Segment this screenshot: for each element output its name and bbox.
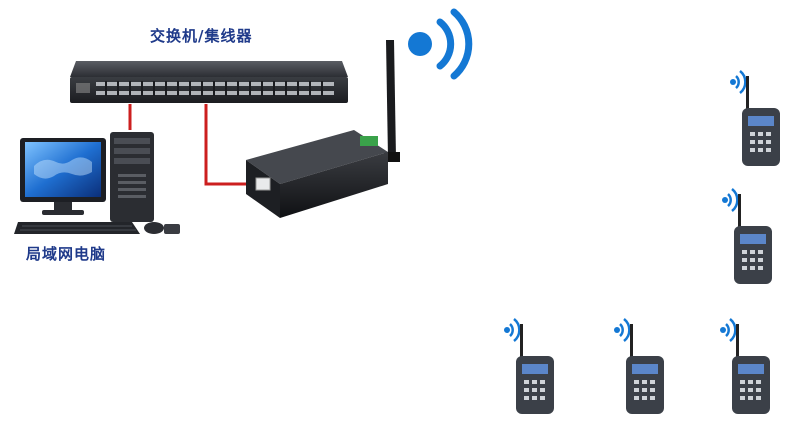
terminal-3	[504, 318, 554, 414]
switch-label: 交换机/集线器	[150, 27, 253, 45]
terminal-4	[614, 318, 664, 414]
terminal-2	[722, 188, 772, 284]
terminal-1	[730, 70, 780, 166]
gateway-icon	[246, 40, 400, 218]
terminal-5	[720, 318, 770, 414]
computer-icon	[14, 132, 180, 234]
pc-label: 局域网电脑	[26, 245, 107, 263]
wifi-signal-icon	[408, 8, 473, 80]
switch-icon	[70, 61, 348, 103]
